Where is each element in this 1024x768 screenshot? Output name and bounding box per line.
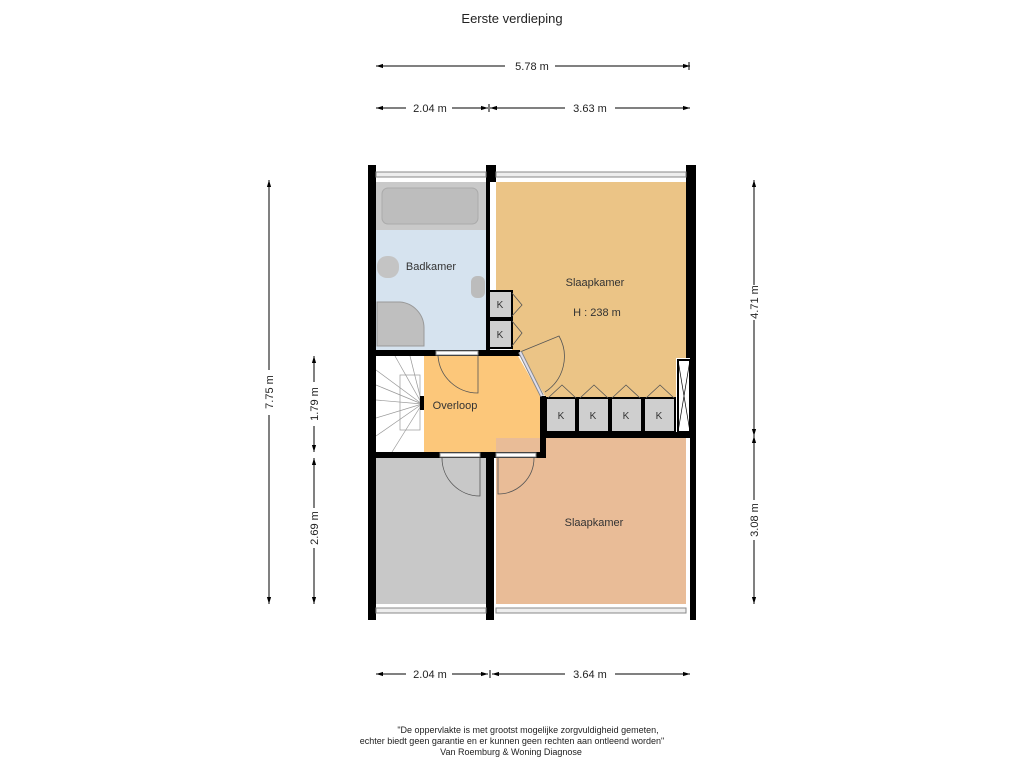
landing-area xyxy=(424,356,542,452)
closet-label: K xyxy=(623,411,630,422)
stair-steps xyxy=(375,355,423,453)
disclaimer-line-2: echter biedt geen garantie en er kunnen … xyxy=(360,736,664,746)
dim-top-right: 3.63 m xyxy=(573,103,607,115)
closet-label: K xyxy=(656,411,663,422)
bathtub-icon xyxy=(381,187,479,225)
room-label-landing: Overloop xyxy=(433,400,478,412)
dim-left-total: 7.75 m xyxy=(264,375,276,409)
room-height-label: H : 238 m xyxy=(573,307,621,319)
closet-label: K xyxy=(558,411,565,422)
dim-left-lower: 2.69 m xyxy=(309,511,321,545)
door-swings xyxy=(437,292,675,497)
dim-bottom-left: 2.04 m xyxy=(413,669,447,681)
disclaimer-line-1: "De oppervlakte is met grootst mogelijke… xyxy=(397,725,658,735)
disclaimer-line-3: Van Roemburg & Woning Diagnose xyxy=(440,747,582,757)
dimension-lines xyxy=(266,62,757,678)
shaft xyxy=(677,359,691,433)
sink-icon xyxy=(471,276,485,298)
bedroom-bottom-area xyxy=(496,438,686,604)
room-label-bedroom-top: Slaapkamer xyxy=(566,277,625,289)
room-label-bathroom: Badkamer xyxy=(406,261,456,273)
dim-left-upper: 1.79 m xyxy=(309,387,321,421)
dim-top-left: 2.04 m xyxy=(413,103,447,115)
bedroom-top-area xyxy=(496,182,686,398)
closet-label: K xyxy=(497,300,504,311)
windows xyxy=(375,171,687,614)
dim-right-upper: 4.71 m xyxy=(749,285,761,319)
closet-label: K xyxy=(590,411,597,422)
toilet-icon xyxy=(377,256,399,278)
dim-top-total: 5.78 m xyxy=(515,61,549,73)
closet-label: K xyxy=(497,330,504,341)
dim-right-lower: 3.08 m xyxy=(749,503,761,537)
room-label-bedroom-bottom: Slaapkamer xyxy=(565,517,624,529)
dim-bottom-right: 3.64 m xyxy=(573,669,607,681)
floor-title: Eerste verdieping xyxy=(461,11,562,26)
storage-room-area xyxy=(376,458,486,604)
shower-icon xyxy=(376,301,425,347)
